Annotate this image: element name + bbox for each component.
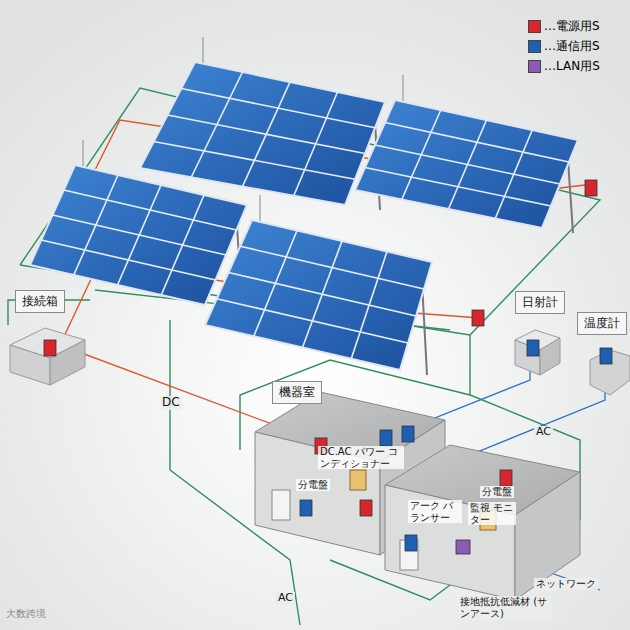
cell-grid [41,240,215,280]
callout-label: ネットワーク [534,578,598,590]
antenna [403,75,404,105]
cell-grid [385,123,569,163]
callout-label: AC [534,426,553,439]
solar-panel [30,165,247,305]
junction-box [10,328,85,385]
antenna [83,140,84,170]
cell-grid [229,273,417,317]
label-box: 温度計 [577,312,627,335]
callout-label: 分電盤 [296,479,330,491]
callout-label: アーク バランサー [408,500,462,523]
legend-text: …LAN用S [544,58,600,75]
box-label: 日射計 [522,295,558,309]
solar-panel [205,220,432,370]
box-label: 機器室 [279,385,315,399]
label-box: 日射計 [515,291,565,314]
cell-grid [240,246,424,289]
callout-label: DC.AC パワー コンディショナー [318,446,404,469]
equipment-building [255,392,580,600]
cell-grid [217,299,408,343]
solar-panel [140,62,385,205]
legend-swatch [528,40,541,53]
box-label: 温度計 [584,316,620,330]
label-box: 接続箱 [15,290,65,313]
box-label: 接続箱 [22,294,58,308]
watermark: 大数跨境 [6,608,46,620]
panel-leg [568,160,573,233]
solar-panel-array [30,37,578,375]
legend-entry: …通信用S [528,36,600,56]
cell-grid [365,168,551,207]
label-box: 機器室 [272,381,322,404]
legend-swatch [528,60,541,73]
legend-entry: …電源用S [528,16,600,36]
antenna [203,37,204,67]
callout-label: 監視 モニター [468,502,516,525]
legend-swatch [528,20,541,33]
solar-panel [355,100,578,228]
cell-grid [375,145,560,184]
callout-label: 接地抵抗低減材 (サンアース) [458,596,552,619]
sensor-housing [515,330,630,395]
legend-text: …電源用S [544,18,600,35]
legend-text: …通信用S [544,38,600,55]
callout-label: DC [160,396,182,410]
cell-grid [154,142,355,180]
antenna [260,195,261,225]
callout-label: 分電盤 [480,486,514,498]
spd-device [44,180,612,554]
cell-grid [181,89,375,128]
callout-label: AC [276,592,295,605]
cell-grid [168,115,366,154]
legend-entry: …LAN用S [528,56,600,76]
